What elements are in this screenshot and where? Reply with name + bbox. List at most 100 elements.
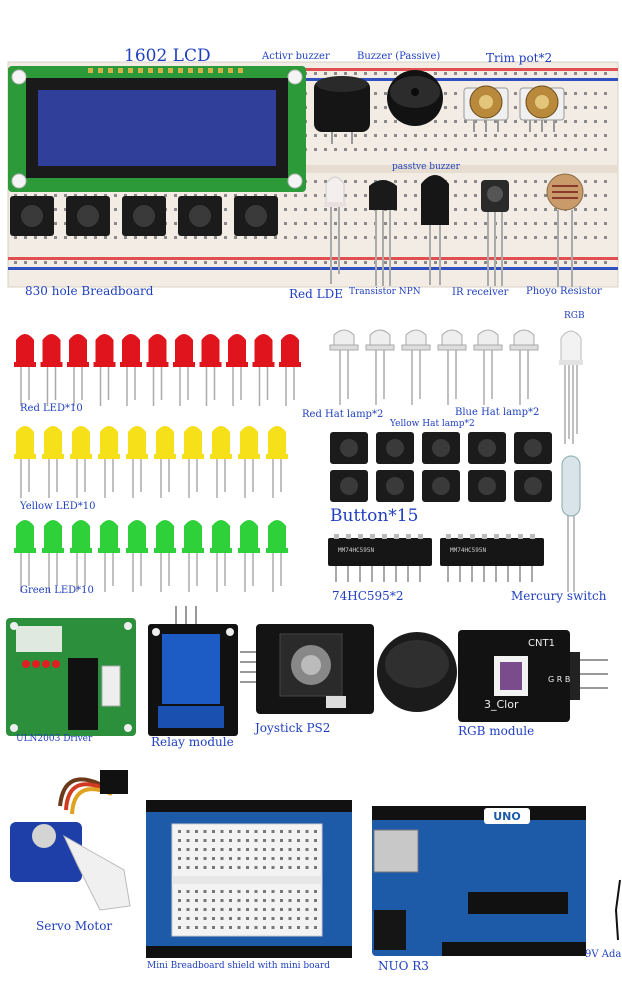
label-rgb-led: RGB [564,311,585,321]
led [42,426,64,498]
green-led-row [14,520,288,592]
led [182,426,204,498]
led [70,520,92,592]
label-mini-breadboard: Mini Breadboard shield with mini board [147,961,331,971]
led [173,334,195,406]
tactile-button [330,432,368,464]
led [210,520,232,592]
hat-lamp [437,329,467,405]
label-battery: 9V Ada [585,949,622,960]
led [14,426,36,498]
led [120,334,142,406]
label-passive-buzzer: Buzzer (Passive) [357,51,441,62]
led [199,334,222,406]
label-green-led: Green LED*10 [20,585,94,596]
led [14,334,36,406]
led [154,520,176,592]
hat-lamp [473,329,503,405]
label-relay: Relay module [151,735,234,749]
tactile-button [376,470,414,502]
hat-lamp [401,329,431,405]
led [70,426,92,498]
label-blue-hat: Blue Hat lamp*2 [455,407,540,418]
led [67,334,89,406]
tactile-button [330,470,368,502]
mini-breadboard-shield [146,800,352,958]
led [126,426,148,498]
lcd-1602 [8,66,306,192]
led [182,520,204,592]
joystick-cap [377,632,457,712]
led [146,334,169,406]
led [154,426,176,498]
led [40,334,63,406]
tactile-button [514,470,552,502]
led [266,426,288,498]
tactile-button [468,470,506,502]
label-mercury-switch: Mercury switch [511,589,607,603]
led [98,520,120,592]
red-lde-part [324,176,346,284]
label-servo: Servo Motor [36,919,113,933]
led [226,334,248,406]
label-nuo-r3: NUO R3 [378,959,429,973]
hat-lamp-row [329,329,539,405]
rgb-module-board: CNT1 3_Clor G R B [458,630,608,722]
uln2003-board [6,618,136,736]
battery-part [614,879,621,941]
trim-pot-parts [463,85,565,132]
led [210,426,232,498]
mercury-switch-part [561,455,581,592]
led [98,426,120,498]
label-red-led: Red LED*10 [20,403,83,414]
photo-resistor-part [546,173,584,287]
ic-marking-1: MM74HC595N [338,547,375,554]
tactile-button [66,196,110,236]
rgb-led-part [559,330,583,444]
passive-buzzer-small-part [421,175,449,285]
hat-lamp [509,329,539,405]
lcd-buttons-row [10,196,278,236]
yellow-led-row [14,426,288,498]
label-ir-receiver: IR receiver [452,287,509,298]
tactile-button [422,432,460,464]
tactile-button [122,196,166,236]
active-buzzer-part [314,76,370,144]
ic-chip [440,534,544,582]
led [14,520,36,592]
label-breadboard: 830 hole Breadboard [25,284,154,298]
led [238,426,260,498]
ic-74hc595-pair: MM74HC595N MM74HC595N [328,534,544,582]
label-trim-pot: Trim pot*2 [486,51,553,65]
label-lcd: 1602 LCD [124,46,211,66]
nuo-r3-board: UNO [372,806,586,956]
label-passive-buzzer-small: passtve buzzer [392,162,460,172]
transistor-part [369,180,397,286]
red-led-row [14,334,301,406]
ic-marking-2: MM74HC595N [450,547,487,554]
tactile-button [10,196,54,236]
rgb-module-pin-text: G R B [548,675,570,684]
label-red-hat: Red Hat lamp*2 [302,409,384,420]
label-photo-resistor: Phoyo Resistor [526,286,602,297]
led [279,334,301,406]
button-grid [330,432,552,502]
label-button: Button*15 [330,506,419,526]
led [252,334,275,406]
joystick-module [240,624,374,714]
label-rgb-module: RGB module [458,724,535,738]
ir-receiver-part [481,180,509,286]
tactile-button [422,470,460,502]
servo-motor-part [10,770,131,911]
hat-lamp [365,329,395,405]
hat-lamp [329,329,359,405]
tactile-button [178,196,222,236]
label-joystick: Joystick PS2 [255,721,331,735]
led [238,520,260,592]
relay-module [148,606,238,736]
passive-buzzer-part [387,70,443,126]
label-uln2003: ULN2003 Driver [16,734,93,744]
label-transistor: Transistor NPN [349,287,421,297]
led [93,334,116,406]
led [126,520,148,592]
